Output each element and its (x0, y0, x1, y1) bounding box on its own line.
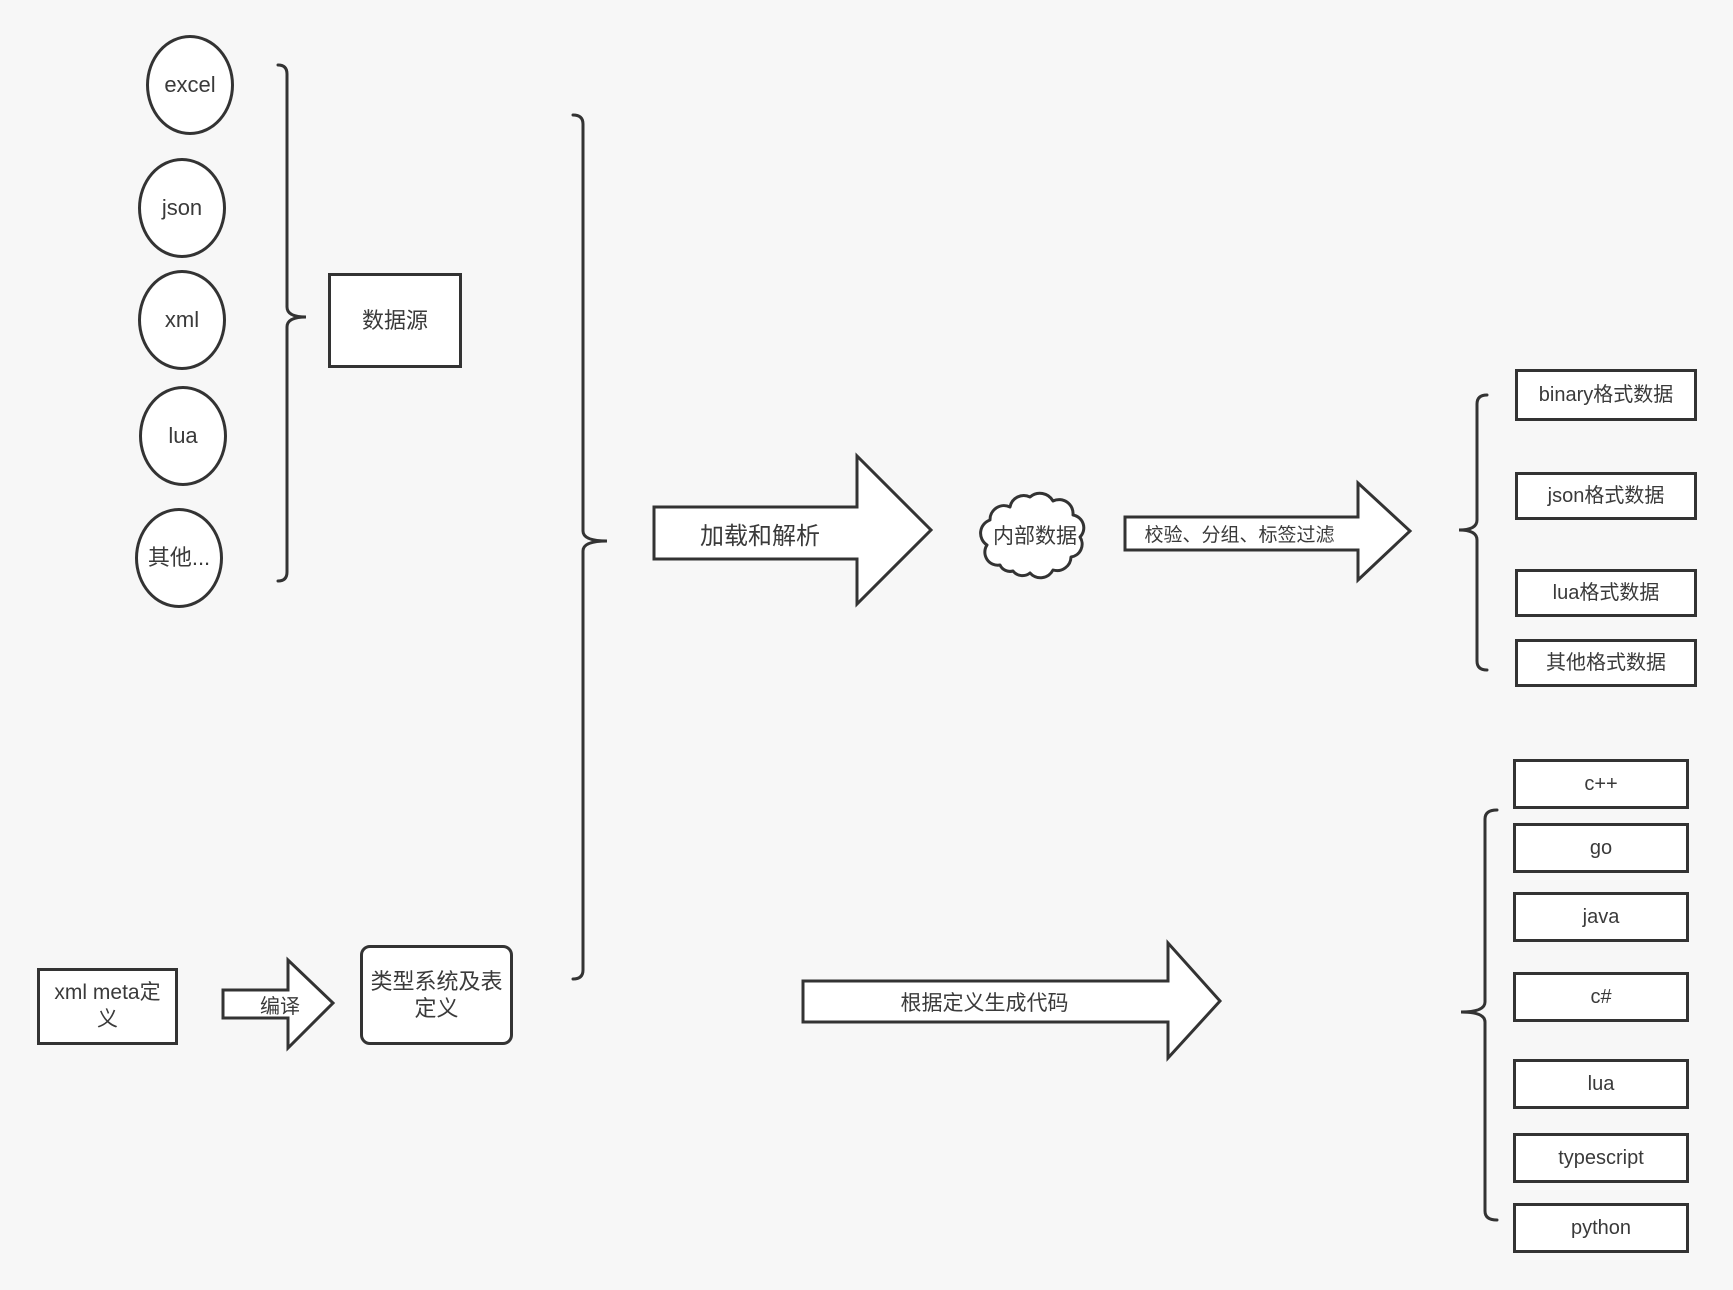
language-box-go: go (1513, 823, 1689, 873)
sources-brace-path (276, 63, 307, 583)
language-box-java: java (1513, 892, 1689, 942)
sources-brace (276, 63, 307, 583)
source-node-other: 其他... (135, 508, 223, 608)
type-system-box: 类型系统及表定义 (360, 945, 513, 1045)
internal-data-cloud (979, 491, 1086, 580)
filter-arrow (1123, 479, 1413, 584)
inputs-brace-path (571, 113, 608, 981)
source-node-lua: lua (139, 386, 227, 486)
language-box-python: python (1513, 1203, 1689, 1253)
language-box-typescript: typescript (1513, 1133, 1689, 1183)
load-parse-arrow-label: 加载和解析 (700, 522, 820, 550)
formats-brace-path (1458, 393, 1489, 672)
internal-data-label: 内部数据 (993, 525, 1077, 548)
format-box-binary: binary格式数据 (1515, 369, 1697, 421)
inputs-brace (571, 113, 608, 981)
compile-arrow (221, 956, 336, 1052)
generate-code-arrow-label: 根据定义生成代码 (900, 991, 1069, 1015)
xml-meta-box: xml meta定义 (37, 968, 178, 1045)
languages-brace-path (1460, 808, 1499, 1222)
language-box-lua: lua (1513, 1059, 1689, 1109)
language-box-csharp: c# (1513, 972, 1689, 1022)
filter-arrow-label: 校验、分组、标签过滤 (1144, 525, 1335, 546)
source-node-json: json (138, 158, 226, 258)
data-source-box: 数据源 (328, 273, 462, 368)
format-box-json: json格式数据 (1515, 472, 1697, 520)
load-parse-arrow (652, 452, 934, 608)
format-box-other: 其他格式数据 (1515, 639, 1697, 687)
source-node-excel: excel (146, 35, 234, 135)
compile-arrow-label: 编译 (260, 995, 300, 1018)
languages-brace (1460, 808, 1499, 1222)
filter-arrow-shape (1123, 479, 1413, 584)
internal-data-cloud-path (979, 491, 1086, 580)
language-box-cpp: c++ (1513, 759, 1689, 809)
generate-code-arrow-shape (801, 939, 1223, 1062)
formats-brace (1458, 393, 1489, 672)
generate-code-arrow (801, 939, 1223, 1062)
format-box-lua: lua格式数据 (1515, 569, 1697, 617)
compile-arrow-shape (221, 956, 336, 1052)
load-parse-arrow-shape (652, 452, 934, 608)
source-node-xml: xml (138, 270, 226, 370)
